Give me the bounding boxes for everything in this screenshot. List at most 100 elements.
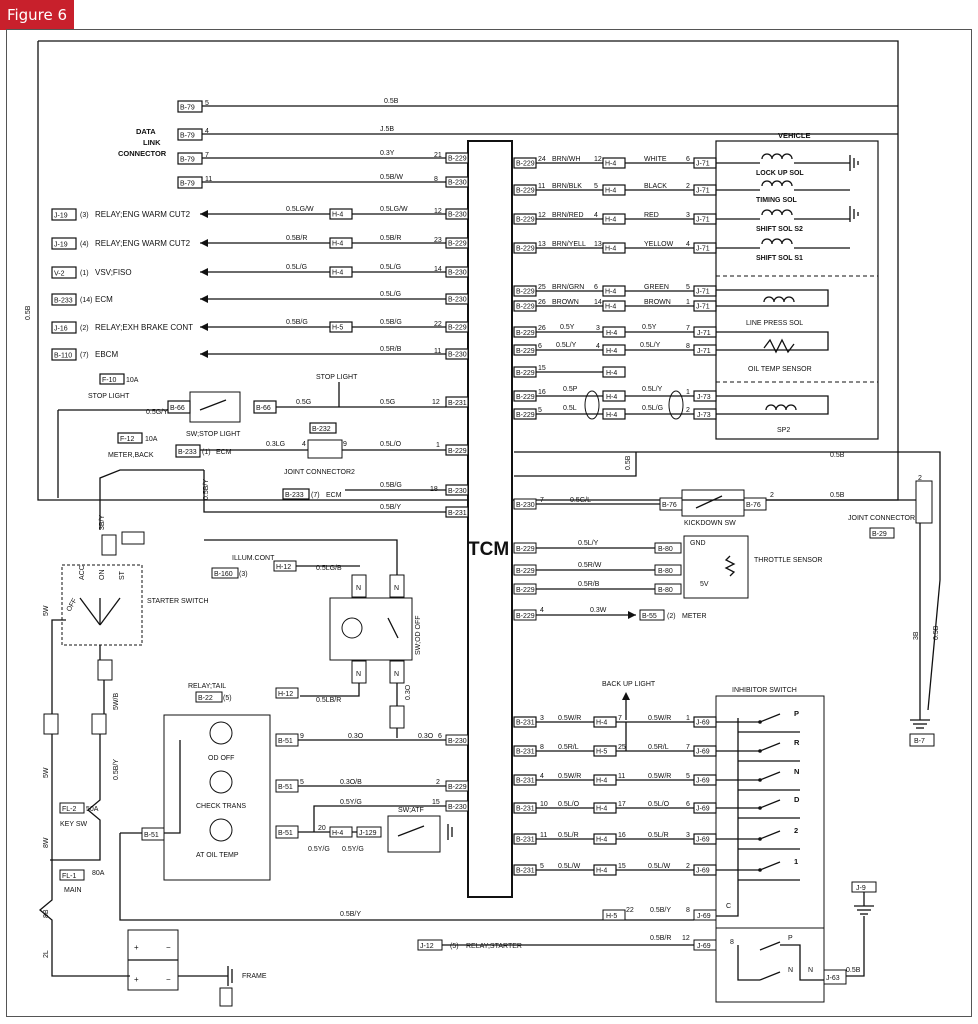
wire-label: 0.5G xyxy=(380,399,395,406)
conn-label: B-230 xyxy=(448,488,467,495)
data-link-label-1: DATA xyxy=(136,127,156,136)
conn-label: B-230 xyxy=(516,502,535,509)
conn-label: B-76 xyxy=(662,502,677,509)
wire-label: 0.5B/R xyxy=(286,235,307,242)
wire-label: 0.5L/G xyxy=(380,264,401,271)
wire-label: 0.5B xyxy=(933,625,940,640)
wire-label: 0.5LB/R xyxy=(316,697,341,704)
conn-h-4-label: H-4 xyxy=(332,270,343,277)
conn-b231-label: B-231 xyxy=(516,778,535,785)
conn-j129 xyxy=(356,826,382,838)
vehicle-label: VEHICLE xyxy=(778,131,811,140)
pin-label: 2 xyxy=(770,492,774,499)
pin-label: 26 xyxy=(538,299,546,306)
wire-label: 0.3Y xyxy=(380,150,395,157)
pin-label: 4 xyxy=(594,212,598,219)
contact-icon xyxy=(758,868,762,872)
pin-label: 2 xyxy=(436,779,440,786)
pin-label: 5 xyxy=(686,773,690,780)
target-label: ECM xyxy=(95,295,113,304)
fuse-f12 xyxy=(117,432,143,444)
conn-label: H-4 xyxy=(606,370,617,377)
conn-label: B-80 xyxy=(658,587,673,594)
meter-back-ecm-label: ECM xyxy=(216,449,232,456)
position-label: P xyxy=(794,709,799,718)
wire-label: 0.5B xyxy=(830,452,845,459)
pos-label: P xyxy=(788,935,793,942)
line-press-loop xyxy=(716,289,829,307)
conn-b231 xyxy=(445,396,469,408)
pin-label: 5 xyxy=(540,863,544,870)
pin-label: (14) xyxy=(80,297,92,304)
conn-label: B-55 xyxy=(642,613,657,620)
key-sw-label: KEY SW xyxy=(60,821,87,828)
position-label: R xyxy=(794,738,800,747)
conn-h12 xyxy=(121,531,145,545)
conn-label: B-66 xyxy=(170,405,185,412)
pin-label: 1 xyxy=(436,442,440,449)
wire-label: 0.5L/R xyxy=(558,832,579,839)
conn-j-16 xyxy=(51,321,77,334)
pin-label: 3 xyxy=(596,325,600,332)
conn-b233 xyxy=(282,488,310,500)
wire xyxy=(119,833,694,921)
conn-j71-label: J-71 xyxy=(696,188,710,195)
conn-b231-label: B-231 xyxy=(516,749,535,756)
conn-label: H-5 xyxy=(606,913,617,920)
conn-label: H-4 xyxy=(606,348,617,355)
fuse-amp: 50A xyxy=(86,806,99,813)
conn xyxy=(219,987,233,1007)
fuse-label: F-10 xyxy=(102,377,117,384)
conn-h-4-label: H-4 xyxy=(596,778,607,785)
wire-label: 0.5B xyxy=(846,967,861,974)
solenoid-label: SHIFT SOL S2 xyxy=(756,226,803,233)
conn-b22 xyxy=(195,691,223,703)
conn-label: B-229 xyxy=(516,568,535,575)
pin-label: 5 xyxy=(300,779,304,786)
conn-label: B-22 xyxy=(198,695,213,702)
conn-label: B-231 xyxy=(448,510,467,517)
wire-label: 0.5L/W xyxy=(648,863,671,870)
conn-h-4-label: H-4 xyxy=(596,720,607,727)
conn-j69-label: J-69 xyxy=(696,749,710,756)
conn-h-4-label: H-4 xyxy=(596,806,607,813)
switch-lever xyxy=(387,617,399,639)
throttle-sensor-box xyxy=(683,535,749,599)
wire-label: 0.5R/W xyxy=(578,562,602,569)
pin-label: 5 xyxy=(594,183,598,190)
conn-j71-label: J-71 xyxy=(696,246,710,253)
fuse-fl1 xyxy=(59,869,85,881)
conn-label: H-4 xyxy=(332,830,343,837)
pin-label: 4 xyxy=(205,128,209,135)
switch-lever xyxy=(759,830,781,840)
wire-label: 0.5L/O xyxy=(558,801,580,808)
contact-icon xyxy=(758,778,762,782)
wire-label: 0.3O xyxy=(405,684,412,700)
wire-label: 0.5G/Y xyxy=(146,409,168,416)
lamp-icon xyxy=(209,818,233,842)
pin-label: (3) xyxy=(239,571,248,578)
conn-b232 xyxy=(309,422,337,434)
conn-b-79-label: B-79 xyxy=(180,105,195,112)
conn-b230 xyxy=(445,734,469,746)
conn-j71-label: J-71 xyxy=(696,217,710,224)
wire-label: 0.5B xyxy=(384,98,399,105)
inhibitor-c-label: C xyxy=(726,903,731,910)
wire-label: RED xyxy=(644,212,659,219)
conn-b57 xyxy=(97,659,113,681)
wire xyxy=(514,452,637,477)
pin-label: 6 xyxy=(686,156,690,163)
wire xyxy=(300,683,360,697)
conn-v-2 xyxy=(51,266,77,279)
pin-label: 20 xyxy=(318,825,326,832)
pin-label: (1) xyxy=(202,449,211,456)
conn-label: B-160 xyxy=(214,571,233,578)
conn-label: N xyxy=(356,671,361,678)
conn-b-230 xyxy=(445,348,469,360)
data-link-label-3: CONNECTOR xyxy=(118,149,167,158)
wire-label: 5W/B xyxy=(113,693,120,710)
conn-label: B-229 xyxy=(448,448,467,455)
conn-h4 xyxy=(329,826,353,838)
conn-label: B-230 xyxy=(448,738,467,745)
wire xyxy=(38,734,130,977)
